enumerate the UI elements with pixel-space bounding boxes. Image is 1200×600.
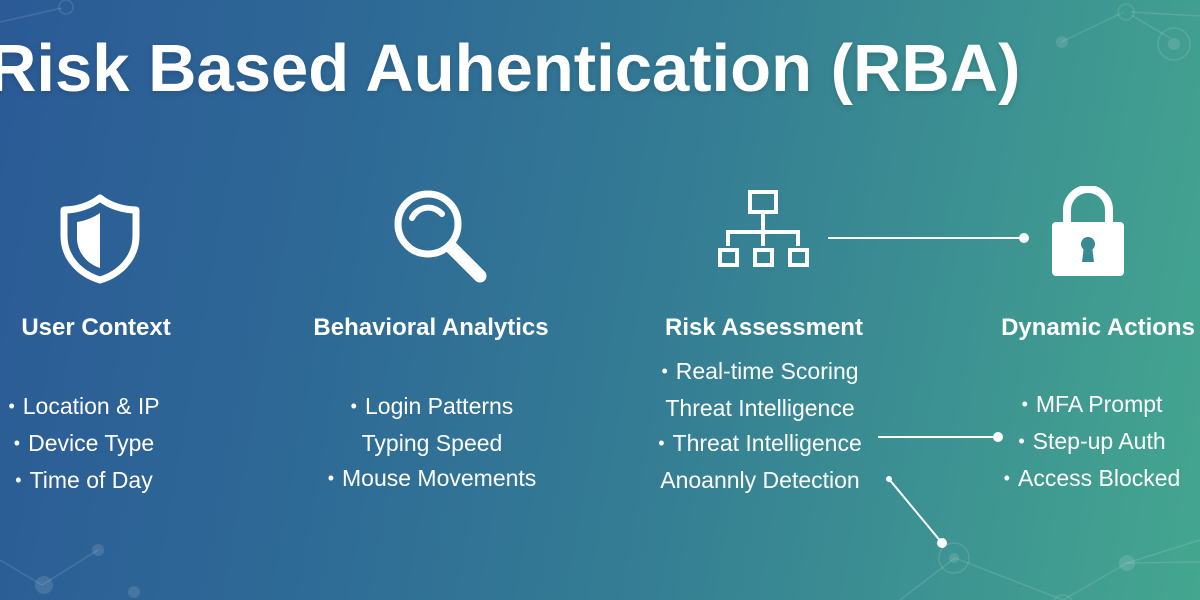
hierarchy-icon	[718, 190, 809, 267]
page-title: Risk Based Auhentication (RBA)	[0, 31, 1021, 106]
list-item: Step-up Auth	[1004, 424, 1181, 461]
list-user-context: Location & IP Device Type Time of Day	[8, 389, 160, 500]
list-item: Typing Speed	[361, 430, 503, 456]
list-item: Location & IP	[8, 389, 160, 426]
list-item: Device Type	[8, 426, 159, 463]
heading-user-context: User Context	[21, 314, 171, 341]
magnifier-icon	[394, 190, 487, 283]
padlock-icon	[1052, 186, 1124, 276]
list-dynamic-actions: MFA Prompt Step-up Auth Access Blocked	[1004, 387, 1181, 498]
list-risk-assessment: Real-time Scoring Threat Intelligence Th…	[658, 354, 862, 498]
shield-icon	[60, 194, 140, 284]
list-item: Threat Intelligence	[658, 426, 862, 463]
list-item: Time of Day	[8, 463, 159, 500]
list-item: Anoannly Detection	[660, 467, 860, 493]
list-item: MFA Prompt	[1004, 387, 1181, 424]
heading-risk-assessment: Risk Assessment	[665, 314, 863, 341]
list-item: Login Patterns	[328, 389, 537, 426]
list-behavioral-analytics: Login Patterns Typing Speed Mouse Moveme…	[328, 389, 537, 498]
heading-behavioral-analytics: Behavioral Analytics	[313, 314, 549, 341]
heading-dynamic-actions: Dynamic Actions	[1001, 314, 1195, 341]
list-item: Threat Intelligence	[665, 395, 855, 421]
list-item: Mouse Movements	[328, 461, 536, 498]
list-item: Real-time Scoring	[658, 354, 862, 391]
list-item: Access Blocked	[1004, 461, 1180, 498]
